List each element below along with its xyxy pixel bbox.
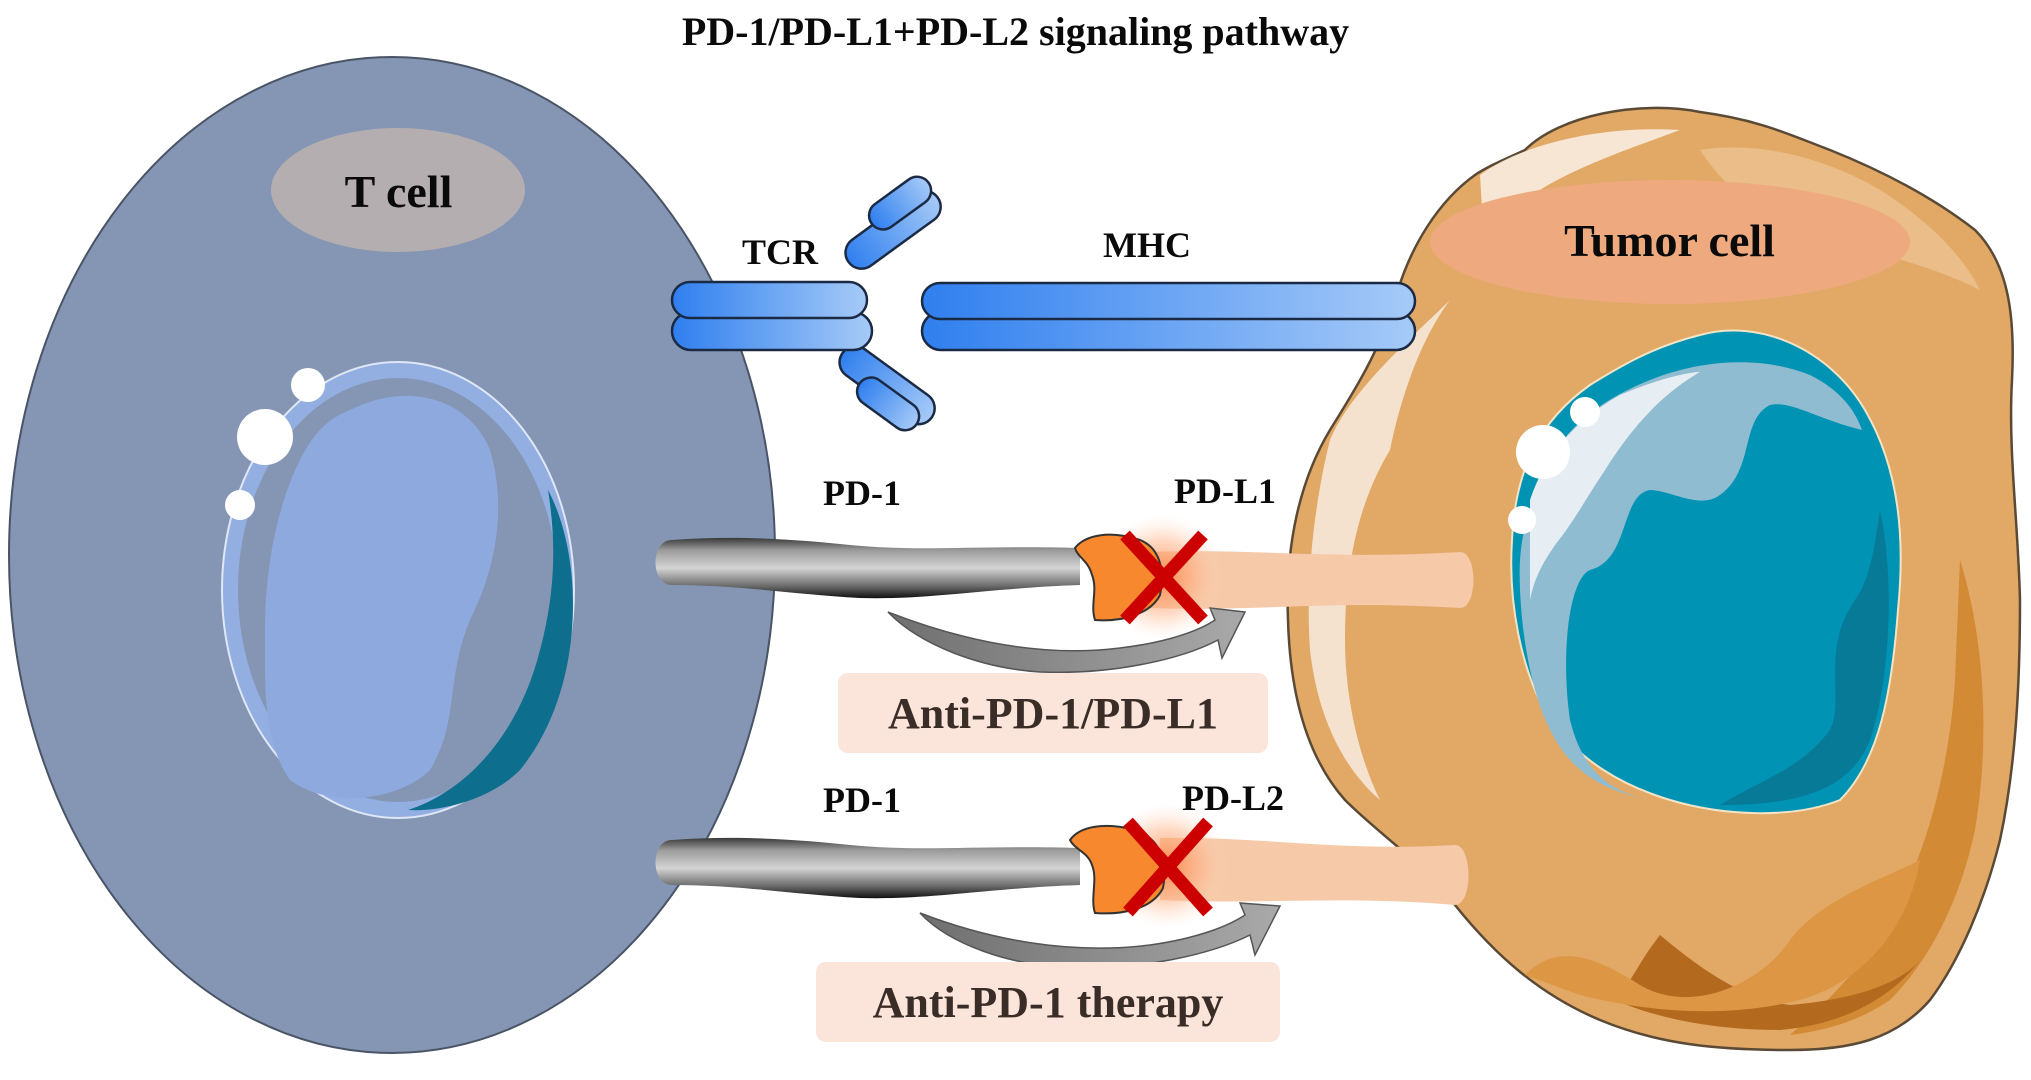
diagram-title: PD-1/PD-L1+PD-L2 signaling pathway	[681, 9, 1350, 54]
mhc-receptor	[920, 281, 1417, 352]
mhc-label: MHC	[1103, 225, 1191, 265]
block-x-icon	[1123, 817, 1213, 917]
pdl1-label: PD-L1	[1174, 471, 1276, 511]
pdl1-ligand-tube	[1150, 551, 1474, 609]
t-cell-nucleus	[221, 361, 575, 819]
pd1-receptor-stick	[655, 537, 1080, 599]
t-cell-label-bg	[271, 128, 525, 252]
tcr-receptor	[670, 175, 942, 432]
therapy-label-anti-pd1: Anti-PD-1 therapy	[816, 962, 1280, 1042]
therapy-label-anti-pd1-pdl1: Anti-PD-1/PD-L1	[838, 673, 1268, 753]
therapy-arrow-a	[887, 607, 1247, 674]
tumor-cell-nucleus	[1508, 329, 1902, 815]
interaction-pd1-pdl1	[655, 515, 1474, 674]
mhc-bar-upper	[920, 281, 1417, 321]
pd1-receptor-stick-b	[655, 837, 1080, 899]
block-x-icon	[1120, 530, 1208, 625]
pdl2-ligand-tube	[1160, 837, 1469, 905]
interaction-pd1-pdl2	[655, 804, 1469, 969]
tcr-label: TCR	[742, 232, 819, 272]
t-cell-label: T cell	[344, 166, 453, 217]
pdl2-label: PD-L2	[1182, 778, 1284, 818]
tumor-cell-label: Tumor cell	[1564, 215, 1775, 266]
pdl1-binding-cap	[1073, 533, 1163, 622]
pd1-label: PD-1	[823, 473, 901, 513]
t-cell	[8, 56, 776, 1054]
pd1-label: PD-1	[823, 780, 901, 820]
tumor-cell	[1286, 106, 2022, 1052]
tumor-cell-label-bg	[1430, 180, 1910, 304]
